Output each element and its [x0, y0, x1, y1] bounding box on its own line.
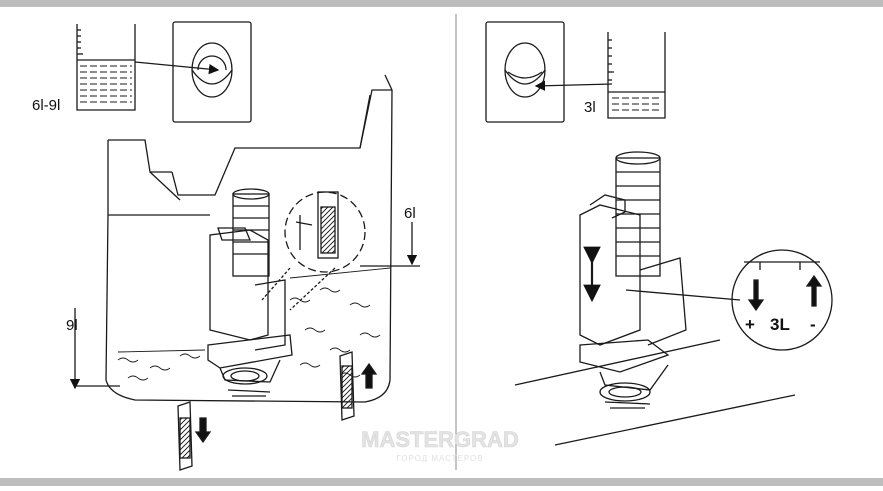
flush-valve-assembly	[207, 188, 293, 397]
right-panel	[485, 21, 833, 446]
measuring-cup-full	[76, 24, 136, 111]
left-panel	[69, 21, 420, 471]
label-minus: -	[810, 315, 816, 334]
measuring-cup-small	[607, 32, 666, 119]
watermark-tagline: ГОРОД МАСТЕРОВ	[396, 454, 483, 463]
flush-plate-large-button	[134, 21, 252, 123]
adjust-detail-circle	[731, 249, 833, 351]
flush-plate-small-button	[485, 21, 613, 123]
level-markers	[69, 222, 420, 390]
label-6l: 6l	[404, 205, 416, 222]
water-surface	[117, 267, 391, 381]
float-piece-up	[339, 351, 378, 421]
label-3l: 3l	[584, 99, 596, 116]
bottom-frame-bar	[0, 478, 883, 486]
detail-magnifier	[261, 191, 366, 311]
watermark-brand: MASTERGRAD	[361, 427, 519, 452]
label-6l-9l: 6l-9l	[32, 97, 60, 114]
top-frame-bar	[0, 0, 883, 7]
flush-valve-detail	[514, 151, 796, 446]
label-plus: +	[745, 315, 755, 334]
label-3L: 3L	[770, 315, 790, 334]
label-9l: 9l	[66, 317, 78, 334]
cistern-tank	[105, 74, 393, 403]
float-piece-down	[177, 401, 212, 471]
